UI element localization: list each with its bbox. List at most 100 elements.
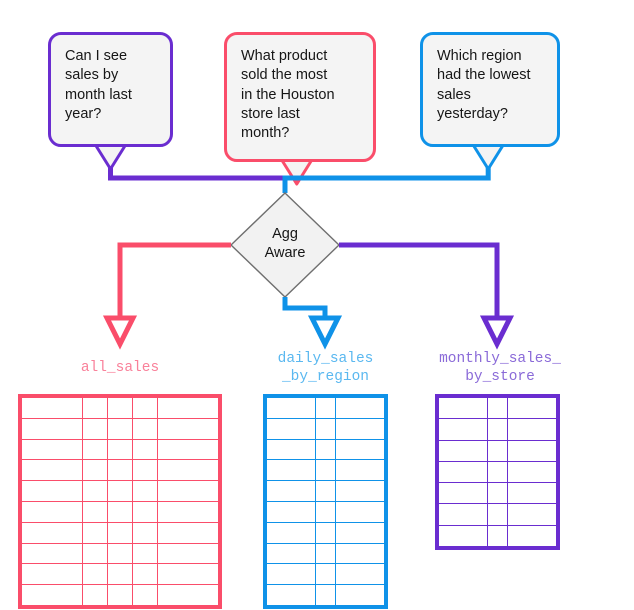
table-cell <box>436 460 488 484</box>
table-cell <box>335 584 387 608</box>
table-cell <box>157 438 221 461</box>
table-cell <box>19 480 83 502</box>
table-cell <box>486 418 509 441</box>
table-row <box>436 482 559 505</box>
table-monthly-sales-by-store <box>435 394 560 550</box>
table-cell <box>132 459 158 482</box>
table-cell <box>82 500 108 523</box>
table-row <box>19 500 221 523</box>
table-cell <box>82 417 108 440</box>
table-cell <box>107 480 133 502</box>
table-cell <box>19 542 83 565</box>
table-cell <box>507 524 559 549</box>
table-cell <box>157 584 221 608</box>
table-cell <box>507 439 559 462</box>
table-cell <box>264 480 316 502</box>
table-cell <box>19 417 83 440</box>
table-cell <box>486 439 509 462</box>
table-cell <box>107 542 133 565</box>
table-cell <box>507 482 559 505</box>
table-row <box>19 438 221 461</box>
table-cell <box>107 417 133 440</box>
table-cell <box>82 459 108 482</box>
table-cell <box>335 395 387 419</box>
table-cell <box>82 563 108 586</box>
bubble-sales-by-month: Can I see sales by month last year? <box>48 32 173 147</box>
table-cell <box>107 521 133 544</box>
table-cell <box>157 542 221 565</box>
table-cell <box>314 480 337 502</box>
table-row <box>436 395 559 420</box>
table-row <box>264 500 387 523</box>
table-row <box>19 542 221 565</box>
table-row <box>19 521 221 544</box>
table-cell <box>264 563 316 586</box>
table-cell <box>335 542 387 565</box>
table-cell <box>264 542 316 565</box>
table-cell <box>132 563 158 586</box>
table-cell <box>132 395 158 419</box>
table-cell <box>19 438 83 461</box>
table-row <box>19 584 221 608</box>
bubble-text: Which region had the lowest sales yester… <box>437 48 531 122</box>
table-row <box>264 395 387 419</box>
table-cell <box>107 584 133 608</box>
table-cell <box>264 395 316 419</box>
table-row <box>19 417 221 440</box>
connector-blue-top <box>282 167 491 193</box>
table-cell <box>436 418 488 441</box>
table-cell <box>486 395 509 420</box>
table-cell <box>314 500 337 523</box>
agg-aware-label: Agg Aware <box>264 226 306 261</box>
table-cell <box>157 417 221 440</box>
table-row <box>19 480 221 502</box>
table-cell <box>132 521 158 544</box>
arrowhead-daily-sales <box>307 315 343 350</box>
table-row <box>264 417 387 440</box>
table-cell <box>486 482 509 505</box>
table-all-sales <box>18 394 222 609</box>
table-cell <box>107 563 133 586</box>
table-cell <box>335 563 387 586</box>
table-cell <box>82 542 108 565</box>
connector-purple-top <box>108 167 307 181</box>
table-cell <box>157 480 221 502</box>
table-cell <box>82 584 108 608</box>
bubble-text: What product sold the most in the Housto… <box>241 48 335 142</box>
table-row <box>264 459 387 482</box>
table-row <box>436 439 559 462</box>
table-row <box>264 521 387 544</box>
table-cell <box>132 438 158 461</box>
bubble-text: Can I see sales by month last year? <box>65 48 132 122</box>
table-monthly-sales-by-store-label: monthly_sales_ by_store <box>439 351 561 386</box>
table-row <box>19 563 221 586</box>
table-cell <box>335 500 387 523</box>
table-row <box>436 418 559 441</box>
table-cell <box>132 542 158 565</box>
table-cell <box>436 439 488 462</box>
table-cell <box>19 395 83 419</box>
table-cell <box>335 521 387 544</box>
bubble-lowest-region-tail <box>471 143 505 171</box>
table-cell <box>486 524 509 549</box>
table-cell <box>264 521 316 544</box>
table-daily-sales-by-region-label: daily_sales _by_region <box>277 351 374 386</box>
table-cell <box>507 395 559 420</box>
table-all-sales-label: all_sales <box>80 360 160 376</box>
table-cell <box>107 459 133 482</box>
table-cell <box>314 584 337 608</box>
table-row <box>436 503 559 526</box>
table-cell <box>507 503 559 526</box>
arrowhead-monthly-sales <box>479 315 515 350</box>
table-cell <box>19 563 83 586</box>
table-cell <box>132 417 158 440</box>
table-row <box>436 460 559 484</box>
table-row <box>436 524 559 549</box>
table-cell <box>314 459 337 482</box>
arrowhead-all-sales <box>102 315 138 350</box>
table-row <box>264 584 387 608</box>
table-cell <box>264 417 316 440</box>
table-cell <box>157 500 221 523</box>
table-cell <box>82 480 108 502</box>
table-cell <box>486 460 509 484</box>
